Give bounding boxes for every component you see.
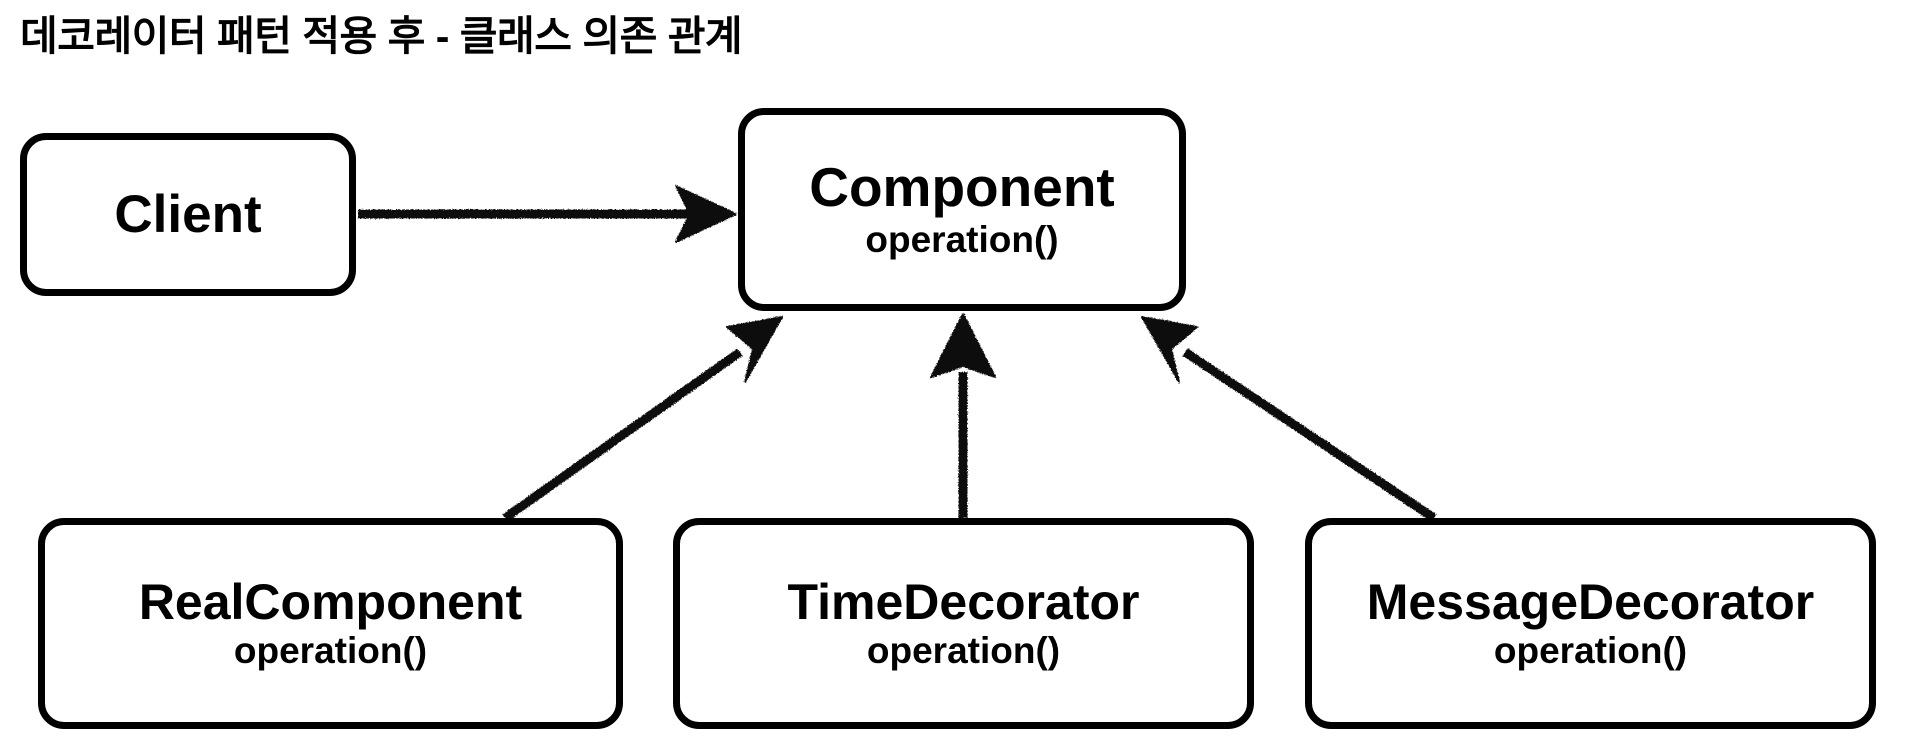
arrow-client-to-component xyxy=(358,185,737,243)
class-operation-realcomponent: operation() xyxy=(233,630,428,672)
class-operation-component: operation() xyxy=(865,218,1059,260)
class-box-messagedecorator[interactable]: MessageDecorator operation() xyxy=(1305,518,1876,729)
arrow-messagedecorator-to-component xyxy=(1141,316,1437,522)
arrow-realcomponent-to-component xyxy=(502,316,783,522)
class-box-client[interactable]: Client xyxy=(20,133,356,296)
class-name-realcomponent: RealComponent xyxy=(138,573,523,630)
arrow-timedecorator-to-component xyxy=(930,313,996,518)
class-name-messagedecorator: MessageDecorator xyxy=(1366,573,1815,630)
class-operation-timedecorator: operation() xyxy=(866,630,1061,672)
class-name-component: Component xyxy=(809,156,1115,219)
class-box-component[interactable]: Component operation() xyxy=(738,108,1186,311)
class-name-timedecorator: TimeDecorator xyxy=(787,573,1140,630)
class-box-realcomponent[interactable]: RealComponent operation() xyxy=(38,518,623,729)
class-operation-messagedecorator: operation() xyxy=(1493,630,1688,672)
page-title: 데코레이터 패턴 적용 후 - 클래스 의존 관계 xyxy=(20,13,743,59)
class-name-client: Client xyxy=(114,184,262,244)
class-box-timedecorator[interactable]: TimeDecorator operation() xyxy=(673,518,1254,729)
